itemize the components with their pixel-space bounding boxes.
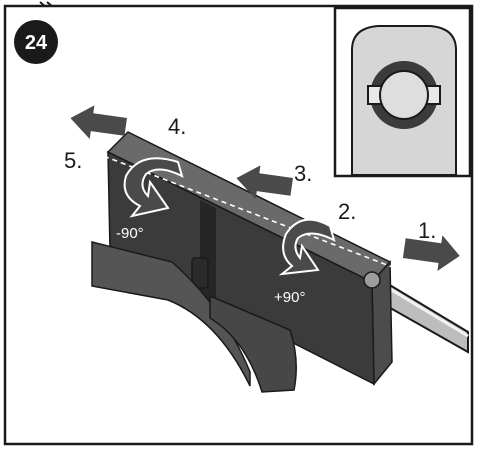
- step-label-5: 5.: [64, 148, 82, 173]
- angle-label-negative: -90°: [116, 225, 144, 242]
- device-latch: [191, 257, 209, 289]
- rotate-right-arrow: [278, 218, 336, 276]
- rotate-right-arrow-shape: [278, 218, 336, 276]
- angle-label-positive: +90°: [274, 289, 305, 306]
- step-number: 24: [25, 32, 48, 54]
- step-label-1: 1.: [418, 218, 436, 243]
- step-label-3: 3.: [294, 161, 312, 186]
- step-label-2: 2.: [338, 199, 356, 224]
- push-arrow-step-3: [236, 165, 293, 199]
- device-base: [91, 241, 251, 387]
- detail-inset: [333, 6, 472, 178]
- device-socket: [363, 271, 381, 289]
- step-label-4: 4.: [168, 114, 186, 139]
- step-badge: 24: [14, 20, 58, 64]
- push-arrow-step-1: [402, 235, 460, 271]
- step-badge-circle: [14, 20, 58, 64]
- push-arrow-step-5: [70, 105, 127, 139]
- rotation-axis-line: [61, 139, 401, 271]
- device-foot: [209, 294, 297, 393]
- rotate-left-arrow-shape: [123, 157, 184, 218]
- inset-ring-inner: [379, 70, 429, 120]
- rotate-left-arrow: [123, 157, 184, 218]
